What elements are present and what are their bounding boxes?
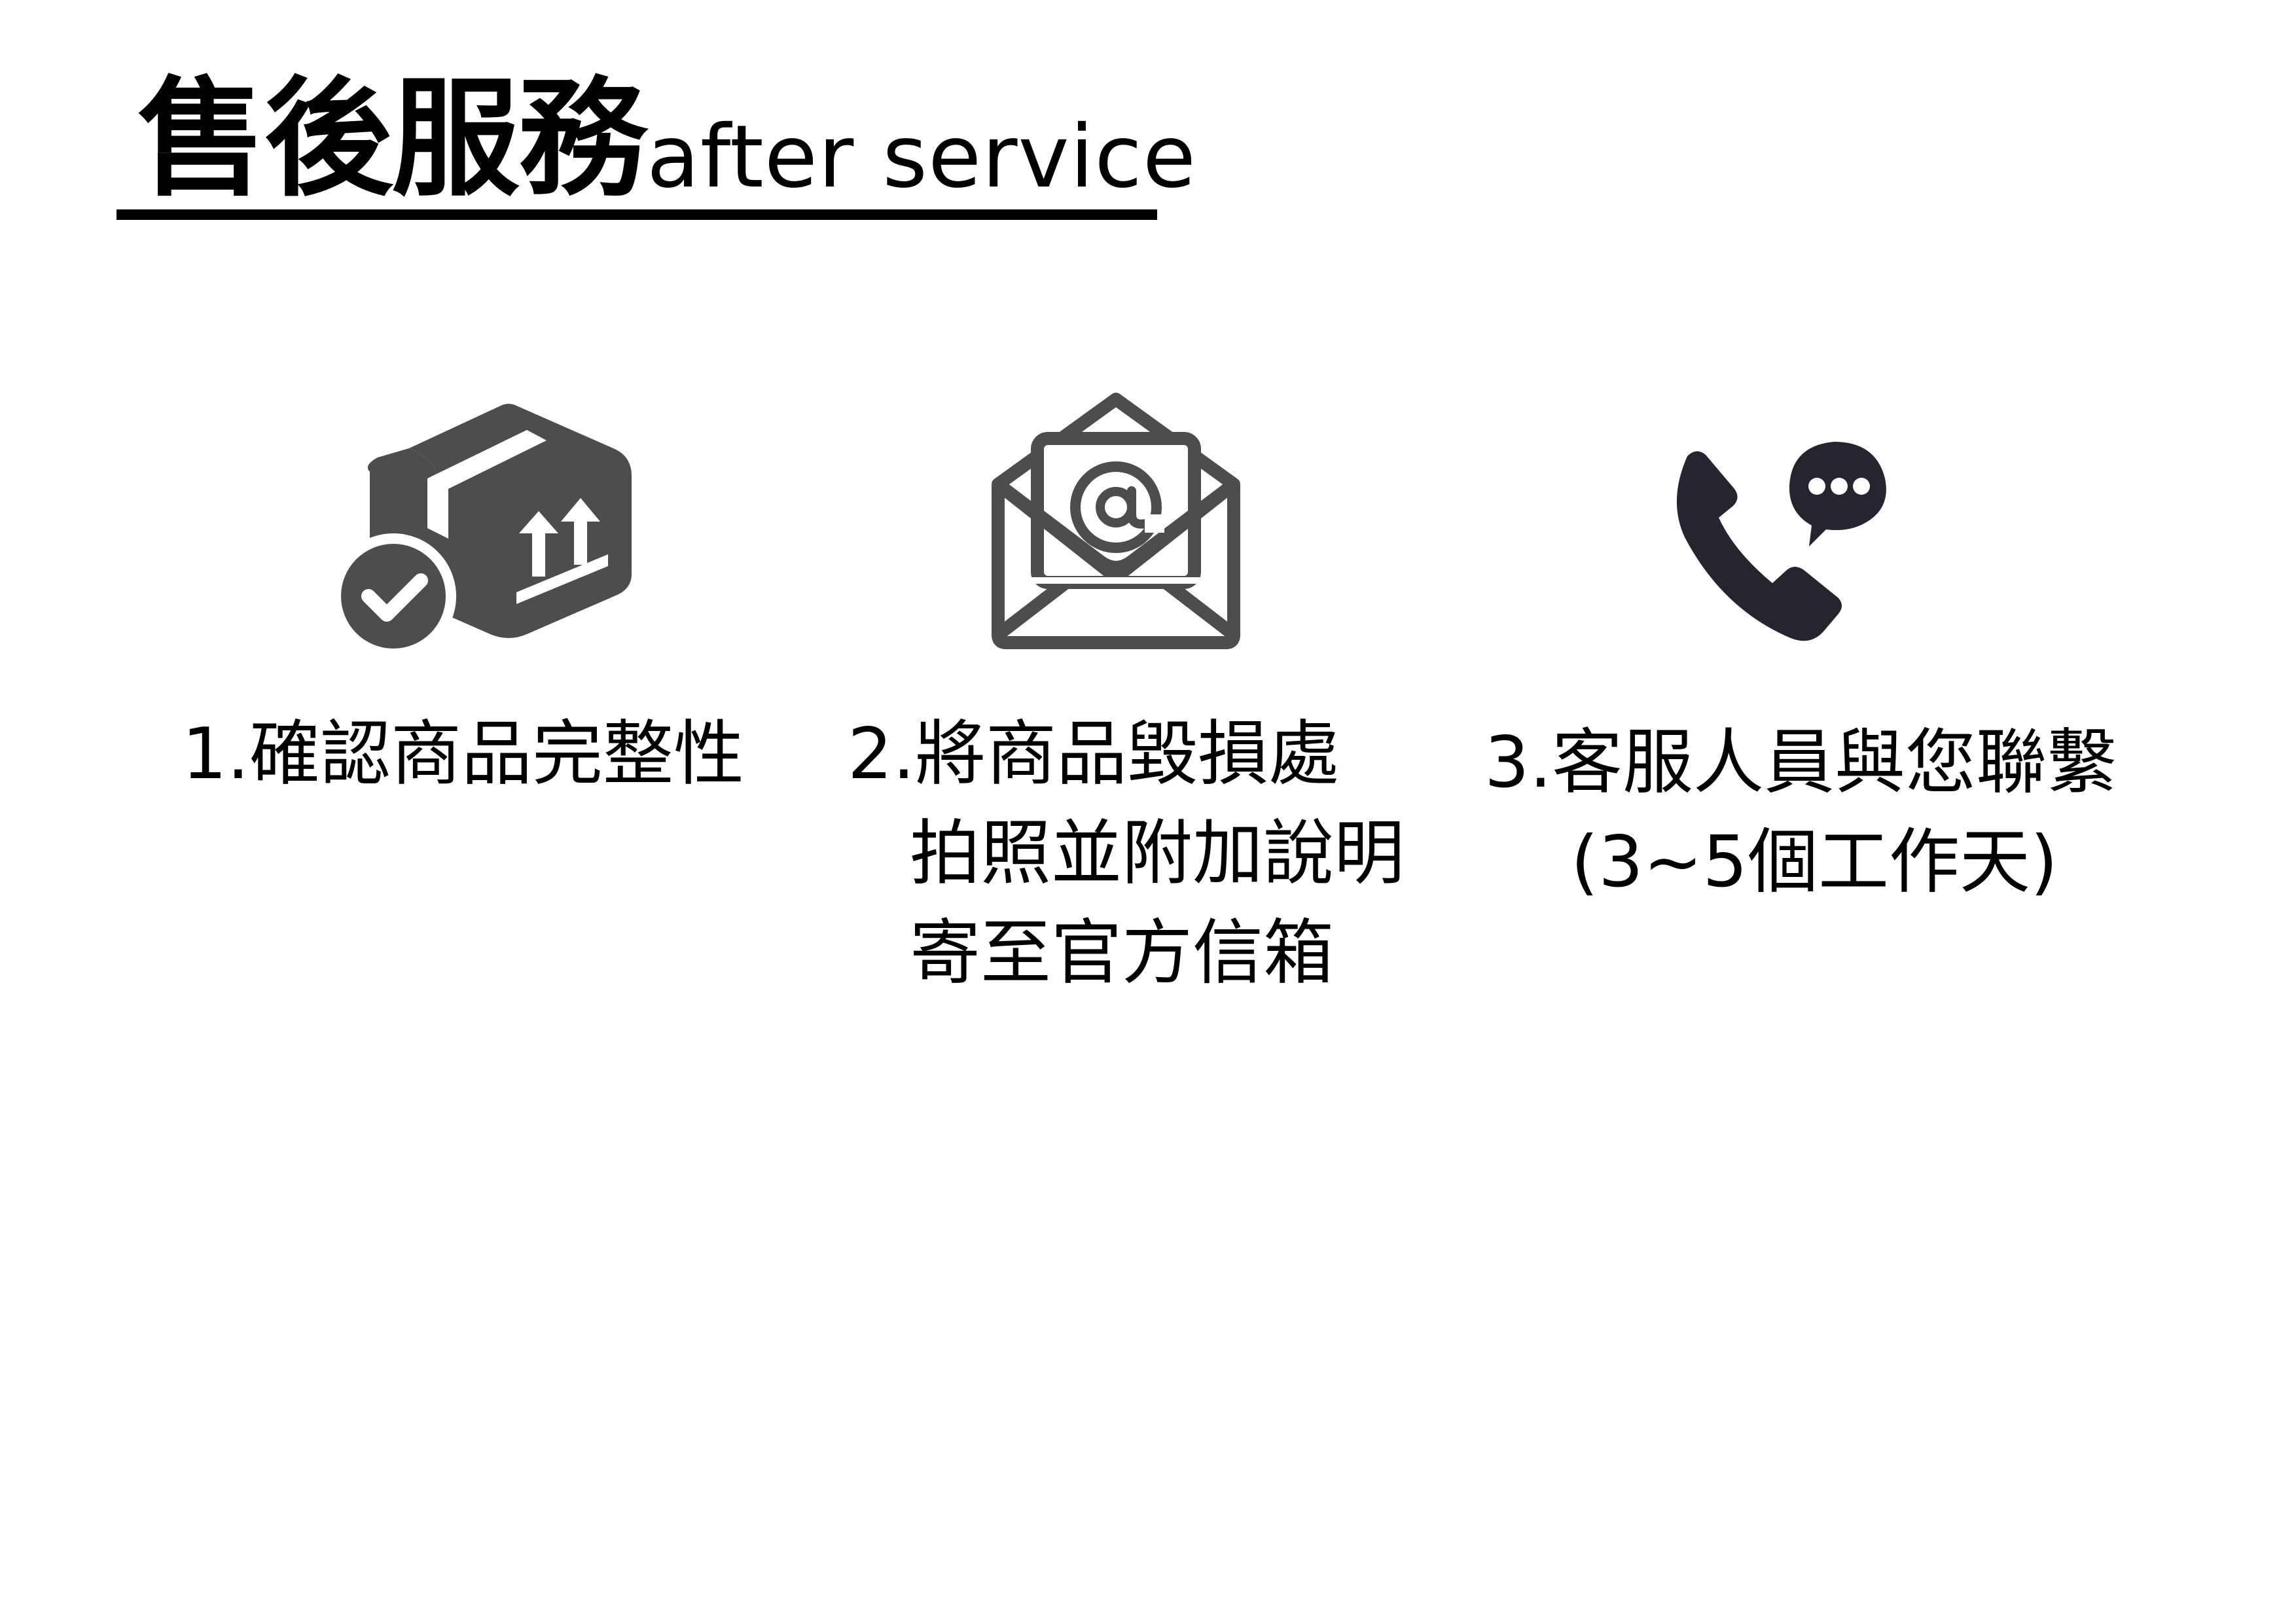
step-2-text-line-3: 寄至官方信箱 xyxy=(910,912,1335,994)
step-3-text-line-2: (3~5個工作天) xyxy=(1571,821,2058,903)
page-title-en: after service xyxy=(647,107,1197,207)
step-2-text-line-2: 拍照並附加說明 xyxy=(910,813,1405,895)
step-1-text: 1.確認商品完整性 xyxy=(182,713,745,795)
step-3-text-line-1: 3.客服人員與您聯繫 xyxy=(1484,722,2118,804)
email-envelope-icon xyxy=(985,393,1247,651)
phone-chat-icon xyxy=(1662,429,1905,651)
package-check-icon xyxy=(331,383,645,664)
page-title-zh: 售後服務 xyxy=(137,65,647,214)
title-underline xyxy=(117,209,1157,220)
step-2-text-line-1: 2.將商品毀損處 xyxy=(848,713,1340,795)
page-header: 售後服務 after service xyxy=(117,52,1196,229)
